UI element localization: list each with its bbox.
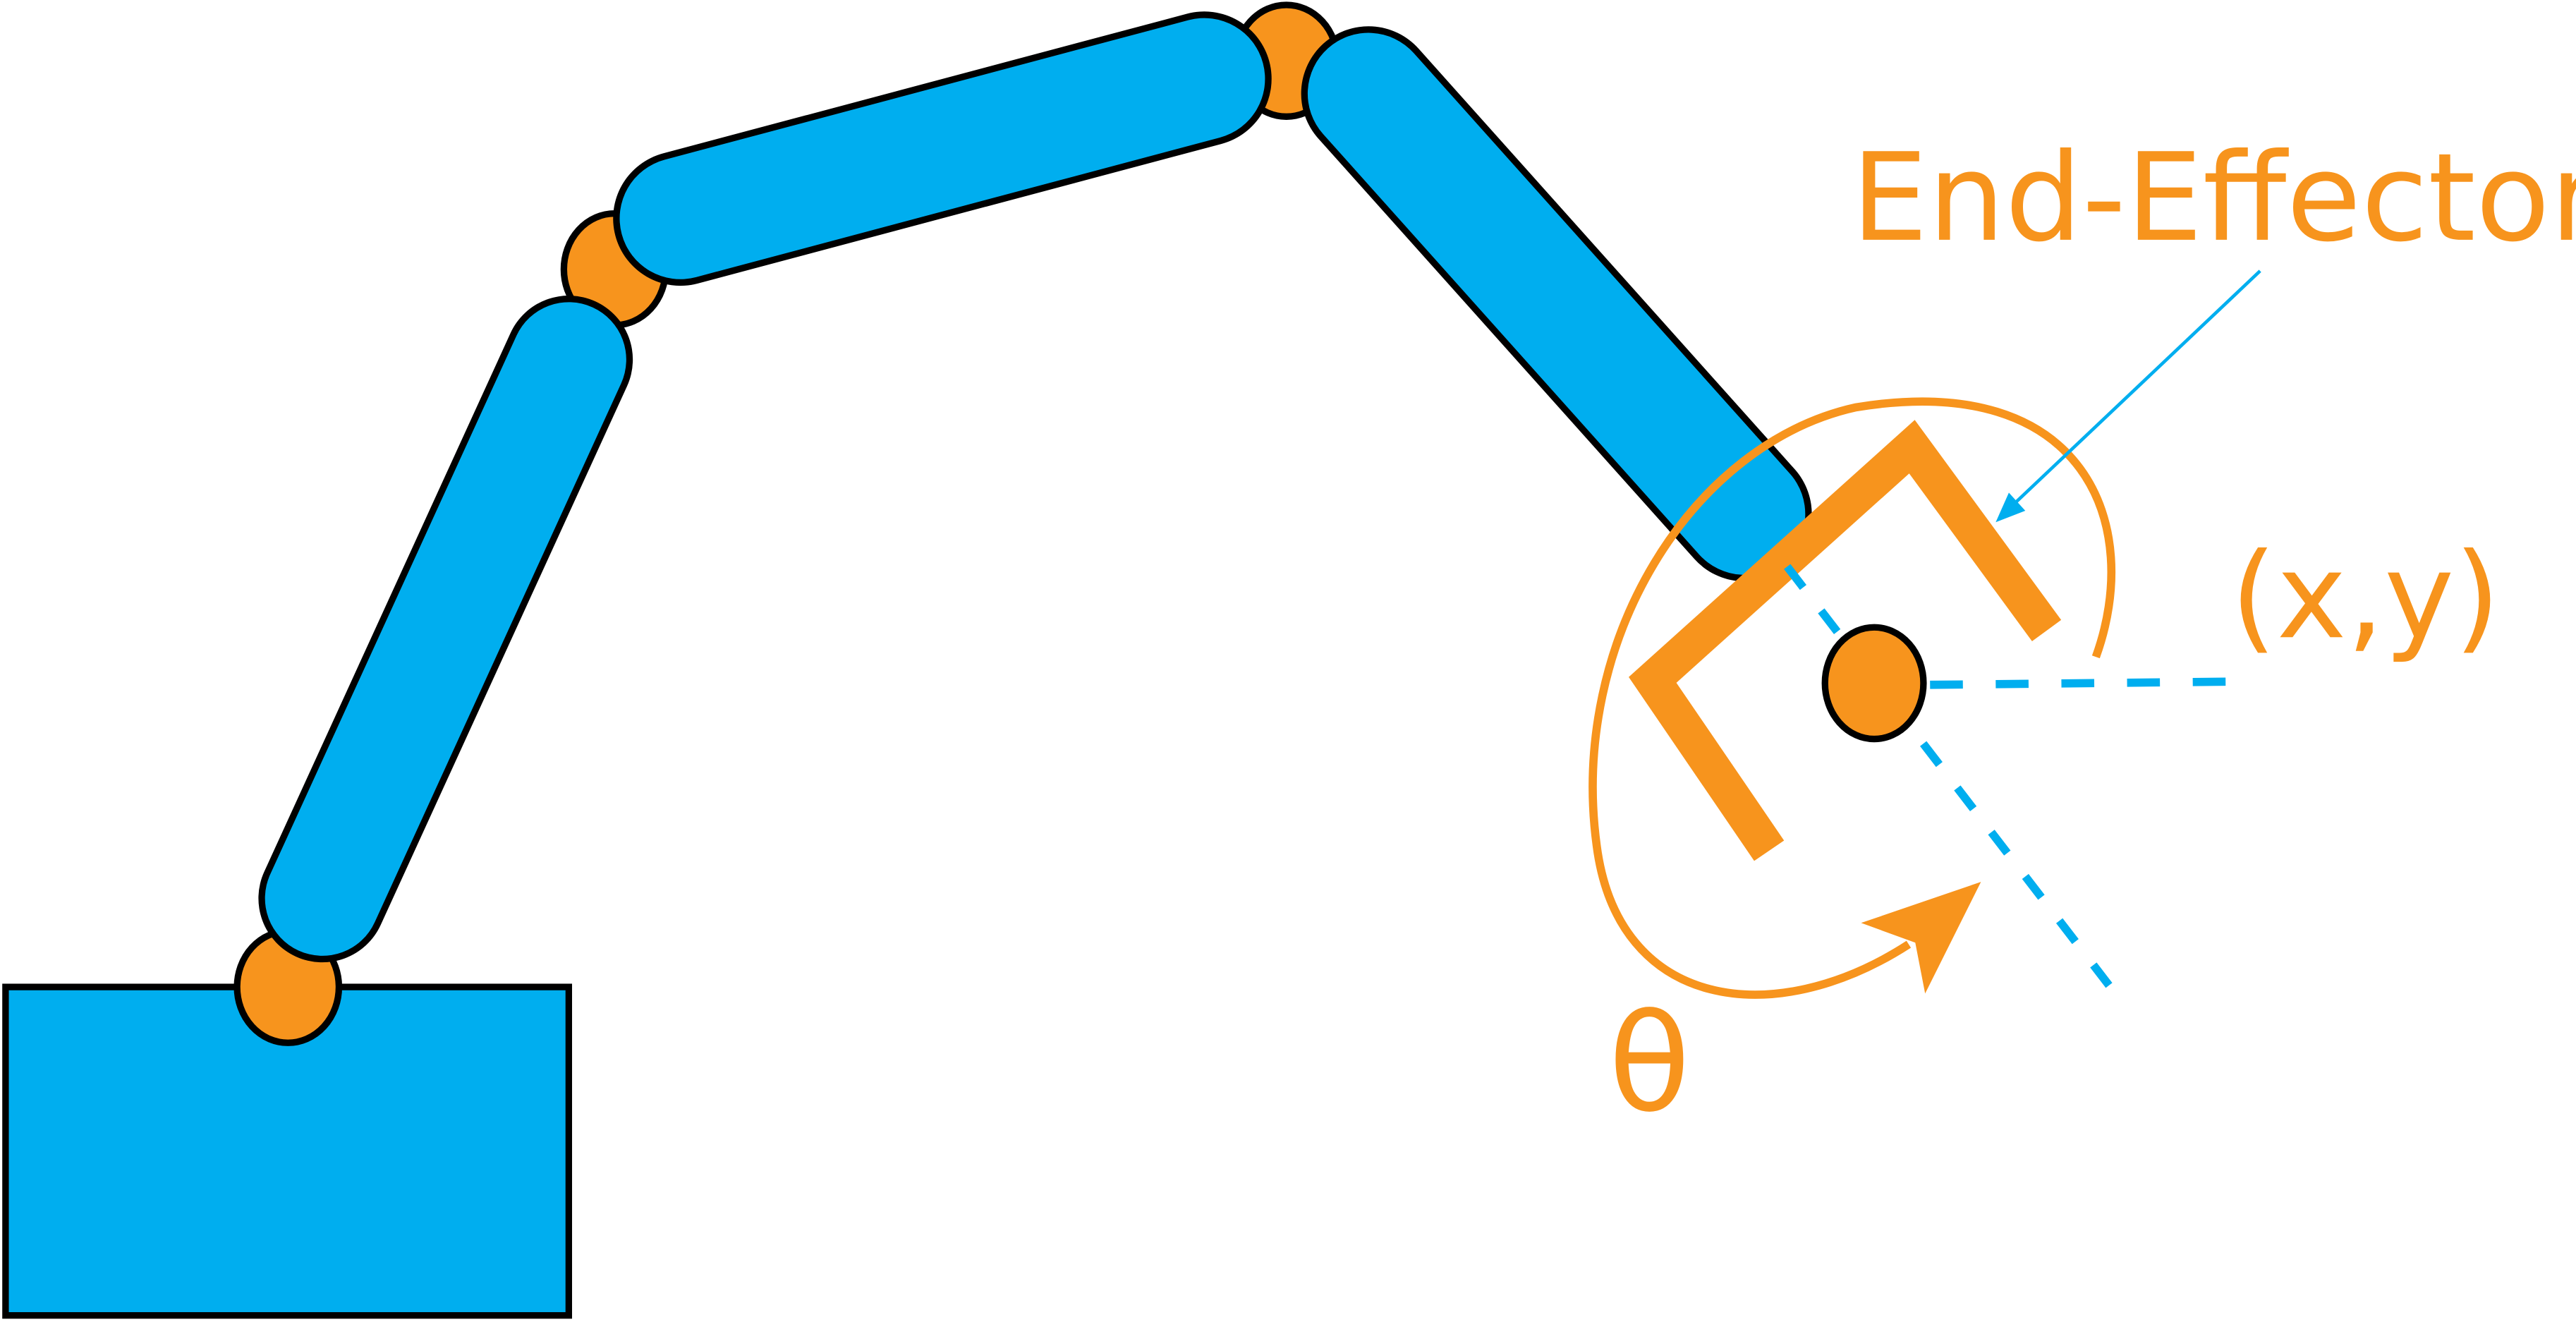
- end-effector-point: [1821, 624, 1927, 743]
- arm-link-3: [1301, 26, 1812, 582]
- gripper-jaws: [1629, 420, 2062, 861]
- arm-link-1: [258, 296, 633, 963]
- horizontal-reference-line: [1930, 677, 2244, 689]
- end-effector-pointer-arrowhead: [1995, 492, 2026, 523]
- angle-label: θ: [1608, 986, 1691, 1143]
- position-label: (x,y): [2230, 527, 2500, 665]
- end-effector-pointer-line: [2012, 269, 2261, 506]
- angle-arc: [1588, 397, 2116, 999]
- end-effector-label: End-Effector: [1851, 127, 2576, 269]
- arm-link-2: [613, 11, 1272, 286]
- angle-arrowhead: [1861, 882, 1981, 994]
